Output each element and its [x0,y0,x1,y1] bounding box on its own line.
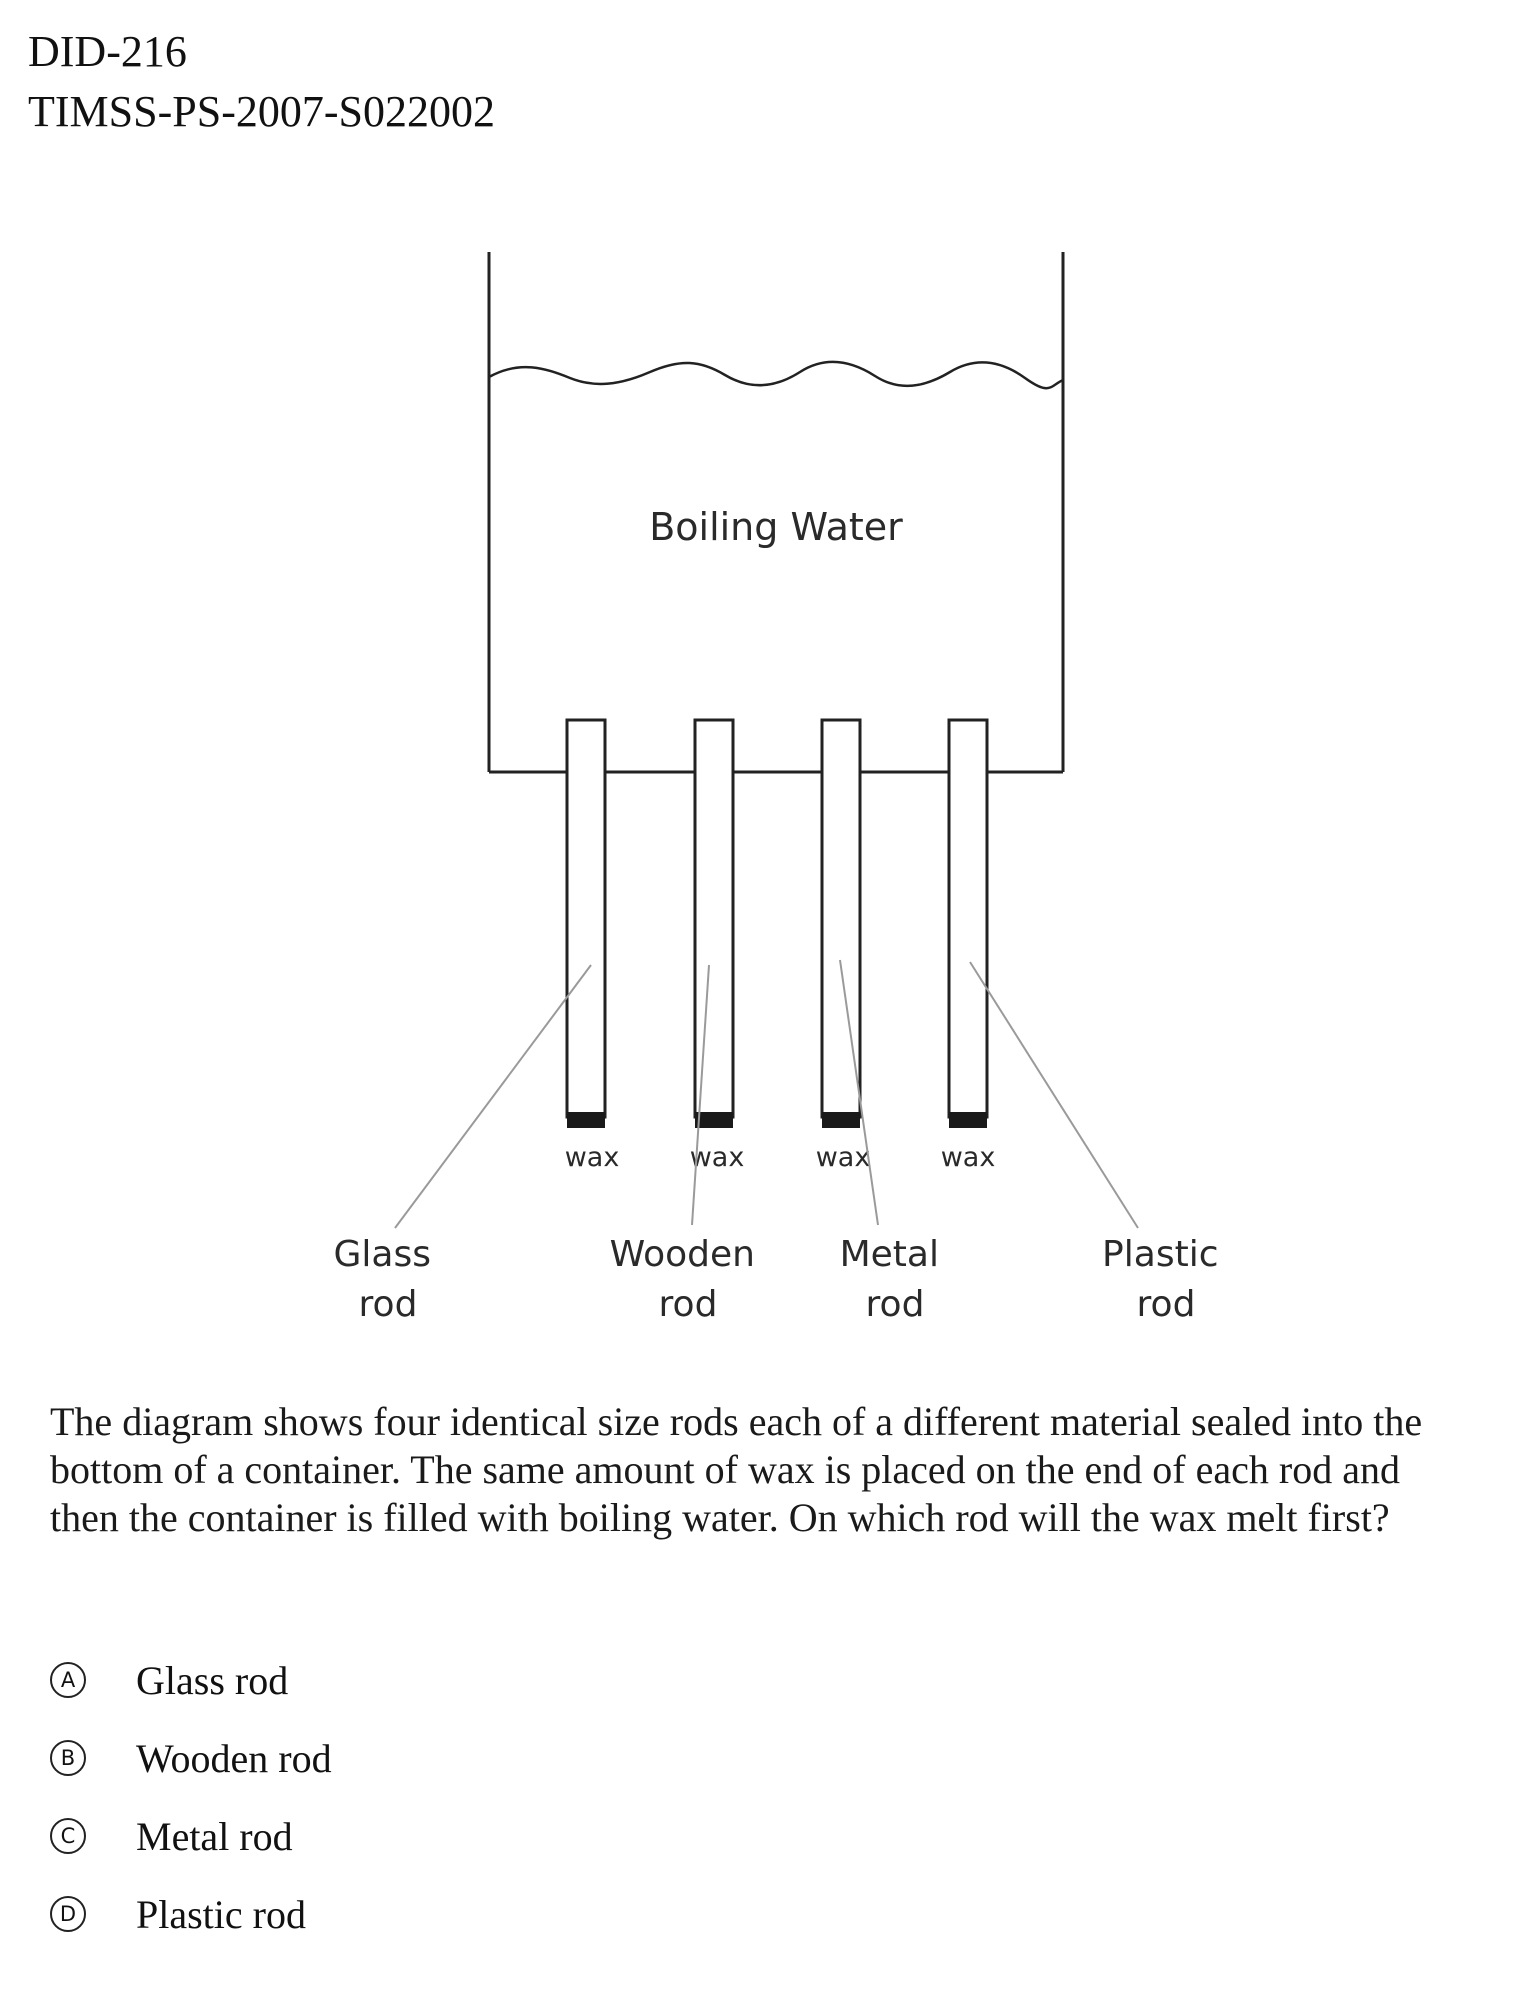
rod-label-glass: Glass rod [334,1234,443,1325]
option-a[interactable]: A Glass rod [50,1652,288,1708]
leader-metal [839,959,879,1226]
rod-label-glass-line2: rod [359,1284,418,1325]
leader-lines [394,959,1139,1229]
option-c-text: Metal rod [136,1813,293,1859]
wax-plastic [949,1112,987,1128]
option-b-bubble[interactable]: B [50,1740,86,1776]
option-a-text: Glass rod [136,1657,289,1703]
rod-metal [820,718,862,1128]
rod-label-plastic-line2: rod [1137,1284,1196,1325]
wax-metal [822,1112,860,1128]
leader-plastic [969,961,1139,1229]
option-b-text: Wooden rod [136,1735,332,1781]
rod-plastic-body [947,718,989,1119]
water-label: Boiling Water [649,505,903,549]
rod-label-glass-line1: Glass [334,1234,431,1275]
rod-label-plastic-line1: Plastic [1102,1234,1218,1275]
wax-label-wooden: wax [690,1142,745,1173]
option-d-bubble[interactable]: D [50,1896,86,1932]
wax-label-metal: wax [816,1142,871,1173]
wax-wooden [695,1112,733,1128]
rod-label-plastic: Plastic rod [1102,1234,1230,1325]
rod-label-metal-line2: rod [866,1284,925,1325]
option-c[interactable]: C Metal rod [50,1808,293,1864]
wax-glass [567,1112,605,1128]
option-a-bubble[interactable]: A [50,1662,86,1698]
item-header: DID-216 TIMSS-PS-2007-S022002 [28,22,495,142]
rod-wooden [693,718,735,1128]
rod-label-wooden-line1: Wooden [610,1234,755,1275]
rod-plastic [947,718,989,1128]
item-code: TIMSS-PS-2007-S022002 [28,87,495,136]
question-text: The diagram shows four identical size ro… [50,1399,1423,1540]
rod-glass [565,718,607,1128]
option-d[interactable]: D Plastic rod [50,1886,306,1942]
wax-label-plastic: wax [941,1142,996,1173]
rod-label-metal: Metal rod [840,1234,951,1325]
wax-label-glass: wax [565,1142,620,1173]
rods-diagram: Boiling Water wax wax wax wax Glass rod … [334,252,1230,1325]
rod-glass-body [565,718,607,1119]
leader-wooden [691,964,710,1226]
leader-glass [394,964,592,1229]
option-d-text: Plastic rod [136,1891,306,1937]
option-b[interactable]: B Wooden rod [50,1730,332,1786]
rod-label-wooden: Wooden rod [610,1234,767,1325]
water-surface [488,360,1064,390]
option-c-bubble[interactable]: C [50,1818,86,1854]
rod-label-metal-line1: Metal [840,1234,939,1275]
item-id: DID-216 [28,27,187,76]
rod-wooden-body [693,718,735,1119]
rod-label-wooden-line2: rod [659,1284,718,1325]
